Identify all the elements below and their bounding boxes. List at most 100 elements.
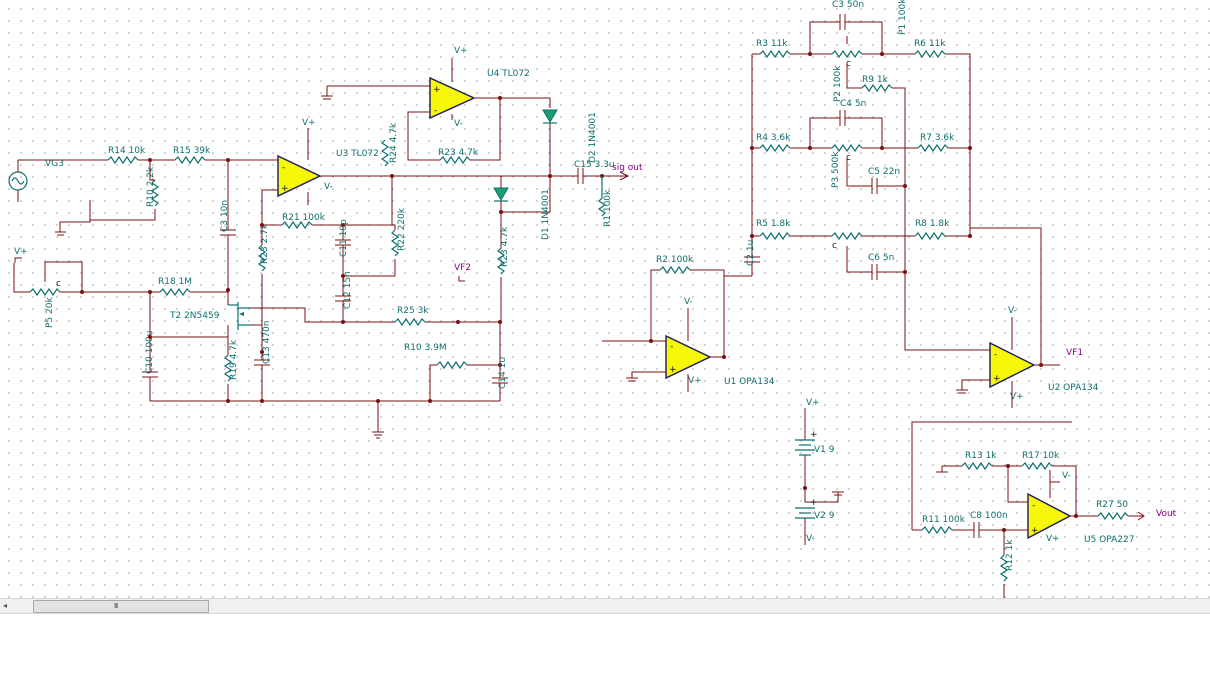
c14-label: C14 1u (498, 357, 508, 389)
svg-text:+: + (433, 85, 441, 95)
resistor-r3[interactable] (759, 49, 791, 59)
r11-label: R11 100k (922, 515, 966, 525)
diode-d2[interactable] (542, 109, 558, 124)
r10b-label: R10 3.9M (404, 343, 447, 353)
resistor-r4[interactable] (759, 143, 791, 153)
resistor-r2[interactable] (659, 265, 691, 275)
c3-label: C3 10n (220, 200, 230, 232)
d2-label: D2 1N4001 (588, 112, 598, 163)
schematic-canvas[interactable]: VG3 R14 10k R10 2.2k R15 39k C3 10n V+ c… (0, 0, 1210, 598)
signal-generator-vg3[interactable] (8, 160, 28, 200)
p1-label: P1 100k (898, 0, 908, 35)
c11-label: C11 10p (339, 219, 349, 257)
p5-label: P5 20k (45, 297, 55, 328)
c4-label: C4 5n (840, 99, 866, 109)
r4-label: R4 3.6k (756, 133, 791, 143)
r3-label: R3 11k (756, 39, 788, 49)
scroll-left-icon[interactable]: ◂ (2, 601, 7, 610)
battery-v2[interactable] (795, 507, 815, 519)
svg-text:+: + (1031, 526, 1039, 536)
r21-label: R21 100k (282, 213, 326, 223)
r7-label: R7 3.6k (920, 133, 955, 143)
svg-text:-: - (1032, 501, 1035, 511)
diode-d1[interactable] (493, 187, 509, 202)
vg3-label: VG3 (45, 159, 64, 169)
schematic-diagram: VG3 R14 10k R10 2.2k R15 39k C3 10n V+ c… (8, 0, 1177, 598)
c15-label: C15 3.3u (574, 160, 615, 170)
scrollbar-thumb[interactable]: III (33, 600, 209, 613)
resistor-r17[interactable] (1021, 461, 1053, 471)
svg-text:+: + (810, 430, 818, 440)
battery-v1[interactable] (795, 439, 815, 456)
r22-label: R22 220k (397, 207, 407, 251)
resistor-r6[interactable] (914, 49, 946, 59)
vf1-label: VF1 (1066, 348, 1083, 358)
u3-vminus-label: V- (324, 182, 333, 192)
horizontal-scrollbar[interactable]: ◂ III (0, 598, 1210, 614)
svg-text:c: c (846, 153, 851, 163)
resistor-r27[interactable] (1097, 511, 1129, 521)
svg-text:-: - (282, 163, 285, 173)
svg-text:c: c (56, 279, 61, 289)
r27-label: R27 50 (1096, 500, 1128, 510)
jfet-t2[interactable] (228, 302, 252, 330)
resistor-r5[interactable] (759, 231, 791, 241)
svg-text:c: c (832, 241, 837, 251)
opamp-u1[interactable] (665, 334, 712, 380)
resistor-r24[interactable] (380, 139, 390, 167)
d1-label: D1 1N4001 (541, 189, 551, 240)
r25-label: R25 3k (397, 306, 429, 316)
battery-vplus-label: V+ (806, 398, 820, 408)
svg-text:-: - (994, 350, 997, 360)
opamp-u4[interactable] (429, 76, 476, 120)
sig-out-label: sig out (612, 163, 643, 173)
opamp-u5[interactable] (1027, 492, 1072, 540)
c2-label: C2 1u (746, 240, 756, 266)
c5-label: C5 22n (868, 167, 900, 177)
c6-label: C6 5n (868, 253, 894, 263)
r5-label: R5 1.8k (756, 219, 791, 229)
scrollbar-grip-icon: III (114, 602, 118, 610)
battery-vminus-label: V- (806, 534, 815, 544)
opamp-u2[interactable] (989, 341, 1036, 389)
r2-label: R2 100k (656, 255, 694, 265)
v1-label: V1 9 (814, 445, 835, 455)
svg-text:-: - (434, 106, 437, 116)
resistor-r18[interactable] (159, 287, 191, 297)
u5-label: U5 OPA227 (1084, 535, 1134, 545)
svg-text:+: + (993, 374, 1001, 384)
resistor-r14[interactable] (107, 155, 139, 165)
u3-label: U3 TL072 (336, 149, 379, 159)
resistor-r23a[interactable] (257, 244, 267, 272)
resistor-r22[interactable] (390, 229, 400, 257)
r12-label: R12 1k (1005, 539, 1015, 571)
u2-vminus-label: V- (1008, 306, 1017, 316)
resistor-r7[interactable] (917, 143, 949, 153)
resistor-r8[interactable] (914, 231, 946, 241)
r23b-label: R23 4.7k (438, 148, 479, 158)
resistor-r15[interactable] (174, 155, 206, 165)
r17-label: R17 10k (1022, 451, 1060, 461)
resistor-r25[interactable] (394, 317, 426, 327)
resistor-r13[interactable] (961, 461, 993, 471)
resistor-r10b[interactable] (436, 360, 468, 370)
potentiometer-p5[interactable] (29, 261, 83, 297)
resistor-r10[interactable] (150, 179, 160, 207)
r15-label: R15 39k (173, 146, 211, 156)
c3b-label: C3 50n (832, 0, 864, 10)
potentiometer-p1[interactable] (831, 36, 863, 59)
potentiometer-p2[interactable] (831, 143, 863, 153)
opamp-u3[interactable] (277, 154, 322, 198)
resistor-r21[interactable] (281, 220, 313, 230)
r18-label: R18 1M (158, 277, 192, 287)
resistor-r23b[interactable] (439, 155, 471, 165)
potentiometer-p4[interactable] (831, 231, 863, 241)
resistor-r1[interactable] (597, 176, 607, 217)
u3-vplus-label: V+ (302, 118, 316, 128)
u1-vminus-label: V- (684, 297, 693, 307)
resistor-r12[interactable] (999, 554, 1009, 582)
resistor-r19[interactable] (223, 354, 233, 382)
resistor-r9[interactable] (861, 83, 893, 93)
resistor-r11[interactable] (921, 525, 953, 535)
resistor-r23c[interactable] (496, 247, 506, 275)
